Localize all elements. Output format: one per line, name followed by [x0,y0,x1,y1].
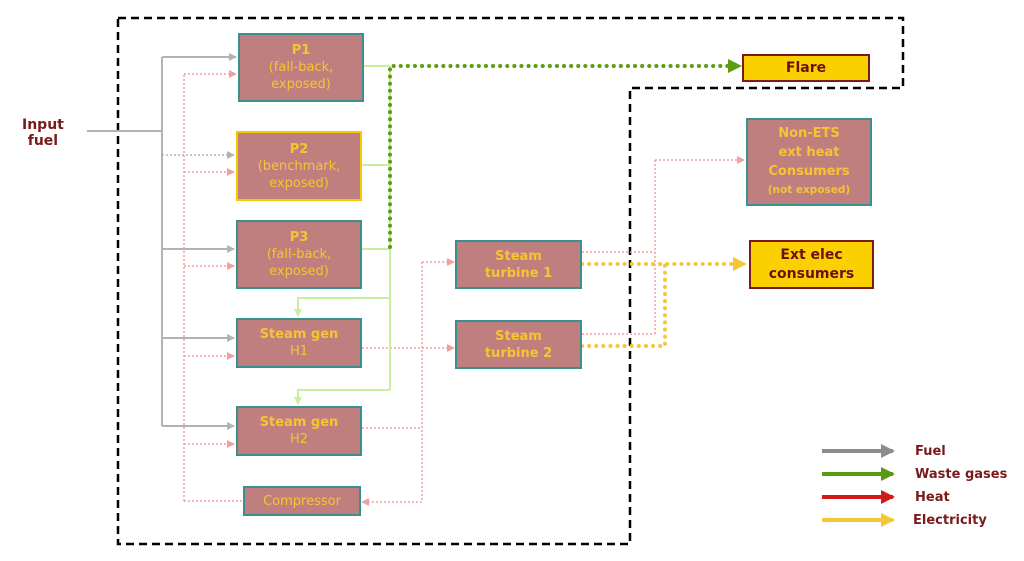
node-non-ets-line2: ext heat [778,145,840,160]
node-p3-line2: exposed) [269,264,329,279]
node-steam-turbine-1-line2: turbine 1 [484,265,553,281]
input-fuel-label: Input fuel [22,117,64,149]
node-steam-gen-h2-line1: H2 [289,432,309,447]
node-p1-line2: exposed) [271,77,331,92]
node-p1-title: P1 [291,43,311,58]
node-steam-turbine-2-line2: turbine 2 [484,345,553,361]
node-p2-line2: exposed) [269,175,329,191]
node-compressor[interactable]: Compressor [243,486,361,516]
node-flare-title: Flare [785,59,827,76]
input-fuel-line2: fuel [27,133,59,149]
node-p2-title: P2 [289,141,309,157]
node-p1-line1: (fall-back, [268,60,334,75]
node-steam-turbine-1-line1: Steam [495,248,542,264]
node-p2-line1: (benchmark, [257,158,341,174]
node-steam-turbine-2-line1: Steam [495,328,542,344]
node-p1[interactable]: P1 (fall-back, exposed) [238,33,364,102]
node-non-ets-consumers[interactable]: Non-ETS ext heat Consumers (not exposed) [746,118,872,206]
node-steam-gen-h1-title: Steam gen [259,327,339,342]
node-steam-gen-h2[interactable]: Steam gen H2 [236,406,362,456]
heat-lines [183,70,745,506]
elec-st2-out [580,262,667,348]
node-steam-gen-h1[interactable]: Steam gen H1 [236,318,362,368]
fuel-lines [87,53,237,430]
waste-to-sg-h1 [294,297,390,317]
node-p3[interactable]: P3 (fall-back, exposed) [236,220,362,289]
waste-to-flare-line [388,59,742,249]
input-fuel-line1: Input [22,117,64,133]
node-ext-elec-line2: consumers [768,265,855,282]
node-non-ets-line1: Non-ETS [778,126,840,141]
node-non-ets-line4: (not exposed) [767,184,851,196]
waste-to-sg-h2 [294,389,390,405]
legend-label-fuel: Fuel [915,444,946,459]
node-non-ets-line3: Consumers [768,164,850,179]
node-ext-elec-line1: Ext elec [780,246,843,263]
node-steam-turbine-1[interactable]: Steam turbine 1 [455,240,582,289]
node-steam-turbine-2[interactable]: Steam turbine 2 [455,320,582,369]
node-p3-title: P3 [289,230,309,245]
legend-label-heat: Heat [915,490,950,505]
installation-boundary [116,16,905,546]
node-p3-line1: (fall-back, [266,247,332,262]
node-ext-elec-consumers[interactable]: Ext elec consumers [749,240,874,289]
node-steam-gen-h2-title: Steam gen [259,415,339,430]
legend-arrows [822,444,895,527]
legend-label-waste-gases: Waste gases [915,467,1008,482]
legend-label-electricity: Electricity [913,513,987,528]
node-compressor-title: Compressor [263,493,341,509]
node-steam-gen-h1-line1: H1 [289,344,309,359]
node-p2[interactable]: P2 (benchmark, exposed) [236,131,362,201]
node-flare[interactable]: Flare [742,54,870,82]
electricity-lines [580,257,747,348]
